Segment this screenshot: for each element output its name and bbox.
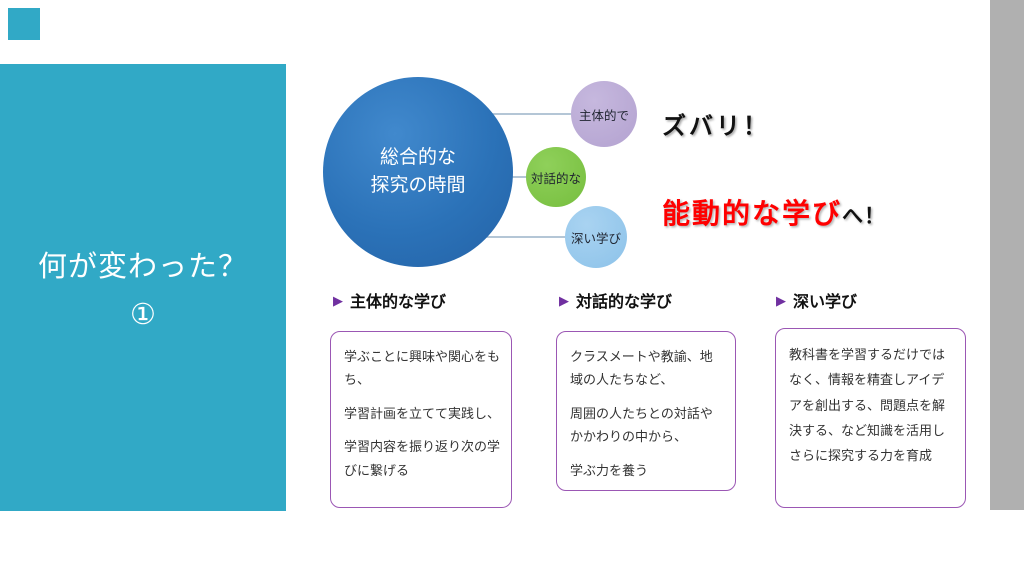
triangle-bullet-icon: ▶ [776,292,786,308]
main-circle-label-line1: 総合的な [379,146,456,168]
box-paragraph: 周囲の人たちとの対話やかかわりの中から、 [570,405,713,445]
satellite-circle-proactive: 主体的で [571,81,637,147]
column-heading-deep: ▶ 深い学び [776,288,857,312]
column-heading-interactive: ▶ 対話的な学び [559,288,672,312]
box-paragraph: 学習計画を立てて実践し、 [344,405,501,421]
box-paragraph: 学ぶことに興味や関心をもち、 [344,349,501,388]
satellite-circle-deep: 深い学び [565,206,627,268]
accent-corner-square [8,8,40,40]
satellite-label: 深い学び [570,231,621,246]
main-circle-label-line2: 探究の時間 [370,175,466,196]
info-box-deep: 教科書を学習するだけではなく、情報を精査しアイデアを創出する、問題点を解決する、… [775,328,966,508]
slide-title: 何が変わった？ [37,251,248,283]
next-slide-edge-strip [990,0,1024,510]
satellite-circle-interactive: 対話的な [526,147,586,207]
triangle-bullet-icon: ▶ [333,292,343,308]
info-box-interactive: クラスメートや教諭、地域の人たちなど、周囲の人たちとの対話やかかわりの中から、学… [556,331,736,491]
column-heading-proactive: ▶ 主体的な学び [333,288,446,312]
headline-zubari: ズバリ！ [662,113,770,140]
box-paragraph: 学習内容を振り返り次の学びに繋げる [344,439,501,478]
left-title-panel: 何が変わった？ ① [0,64,286,511]
headline-suffix-text: へ！ [842,205,887,228]
box-paragraph: 学ぶ力を養う [570,462,649,478]
info-box-proactive: 学ぶことに興味や関心をもち、学習計画を立てて実践し、学習内容を振り返り次の学びに… [330,331,512,508]
main-topic-circle: 総合的な 探究の時間 [323,77,513,267]
satellite-label: 対話的な [530,171,581,186]
column-heading-label: 主体的な学び [350,294,447,311]
triangle-bullet-icon: ▶ [559,292,569,308]
box-paragraph: クラスメートや教諭、地域の人たちなど、 [570,349,713,388]
box-paragraph: 教科書を学習するだけではなく、情報を精査しアイデアを創出する、問題点を解決する、… [789,347,946,464]
column-heading-label: 対話的な学び [576,294,673,311]
column-heading-label: 深い学び [793,294,858,311]
satellite-label: 主体的で [578,108,629,123]
headline-red-text: 能動的な学び [662,198,843,229]
headline-active-learning: 能動的な学び へ！ [662,192,886,232]
slide-title-number: ① [130,299,156,331]
